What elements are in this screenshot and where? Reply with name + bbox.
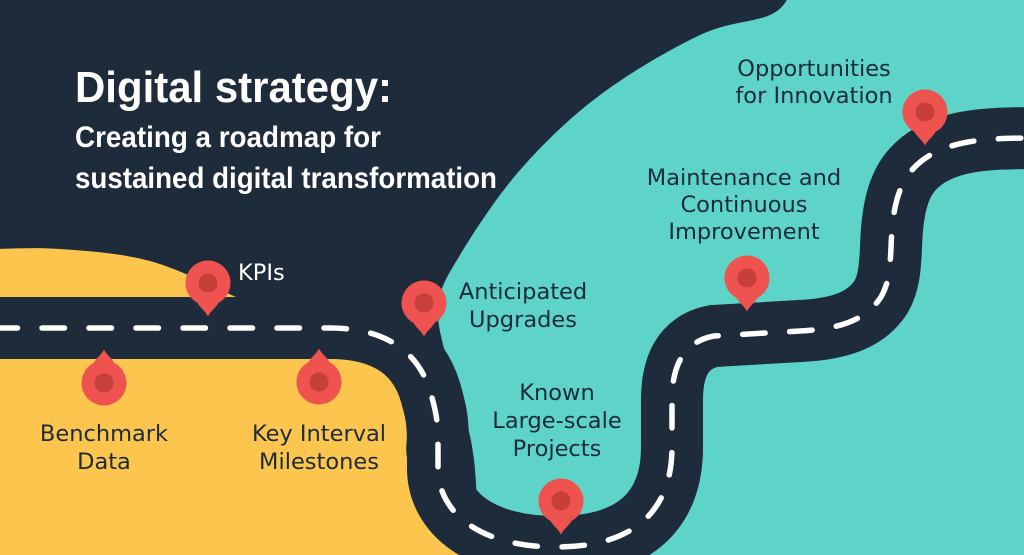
- milestone-label-known-large-scale-projects: Known Large-scale Projects: [492, 380, 621, 462]
- pin-tail: [550, 521, 572, 535]
- milestone-label-line: Opportunities: [737, 56, 891, 82]
- milestone-label-line: Large-scale: [492, 408, 621, 434]
- pin-dot: [915, 102, 935, 122]
- location-pin-icon: [401, 280, 447, 337]
- milestone-label-line: Known: [519, 380, 594, 406]
- milestone-label-line: for Innovation: [735, 83, 892, 109]
- pin-dot: [737, 268, 757, 288]
- milestone-label-line: Data: [77, 449, 131, 475]
- milestone-label-maintenance: Maintenance and Continuous Improvement: [647, 165, 841, 245]
- location-pin-icon: [538, 478, 584, 535]
- milestone-label-line: Anticipated: [459, 279, 587, 305]
- pin-tail: [413, 323, 435, 337]
- road-centerline: [0, 135, 1024, 550]
- pin-tail: [308, 348, 330, 362]
- pin-dot: [94, 373, 114, 393]
- milestone-label-opportunities: Opportunities for Innovation: [735, 56, 892, 109]
- milestone-label-benchmark-data: Benchmark Data: [40, 421, 168, 475]
- milestone-pin-anticipated-upgrades: [401, 280, 447, 337]
- pin-tail: [914, 132, 936, 146]
- location-pin-icon: [185, 260, 231, 317]
- pin-tail: [736, 298, 758, 312]
- milestone-pin-known-large-scale-projects: [538, 478, 584, 535]
- pin-dot: [551, 491, 571, 511]
- pin-tail: [197, 303, 219, 317]
- page-subtitle-line-2: sustained digital transformation: [75, 162, 497, 195]
- milestone-label-line: Upgrades: [469, 307, 577, 333]
- milestone-label-line: Projects: [513, 436, 602, 462]
- milestone-label-line: Milestones: [259, 449, 379, 475]
- milestone-label-line: Benchmark: [40, 421, 168, 447]
- milestone-label-line: Maintenance and: [647, 165, 841, 191]
- milestone-pin-benchmark-data: [81, 349, 127, 406]
- milestone-pin-opportunities: [902, 89, 948, 146]
- milestone-label-kpis: KPIs: [238, 260, 285, 286]
- location-pin-icon: [724, 255, 770, 312]
- title-block: Digital strategy: Creating a roadmap for…: [75, 63, 497, 195]
- milestone-label-line: KPIs: [238, 260, 285, 286]
- location-pin-icon: [296, 348, 342, 405]
- milestone-pin-key-interval-milestones: [296, 348, 342, 405]
- milestone-label-line: Improvement: [668, 219, 820, 245]
- milestone-label-line: Continuous: [680, 192, 807, 218]
- location-pin-icon: [81, 349, 127, 406]
- pin-dot: [198, 273, 218, 293]
- milestone-label-line: Key Interval: [252, 421, 386, 447]
- page-title: Digital strategy:: [75, 63, 392, 112]
- location-pin-icon: [902, 89, 948, 146]
- pin-tail: [93, 349, 115, 363]
- pin-dot: [309, 372, 329, 392]
- milestone-pin-maintenance: [724, 255, 770, 312]
- milestone-pin-kpis: [185, 260, 231, 317]
- pin-dot: [414, 293, 434, 313]
- milestone-label-anticipated-upgrades: Anticipated Upgrades: [459, 279, 587, 333]
- page-subtitle-line-1: Creating a roadmap for: [75, 121, 381, 154]
- milestone-label-key-interval-milestones: Key Interval Milestones: [252, 421, 386, 475]
